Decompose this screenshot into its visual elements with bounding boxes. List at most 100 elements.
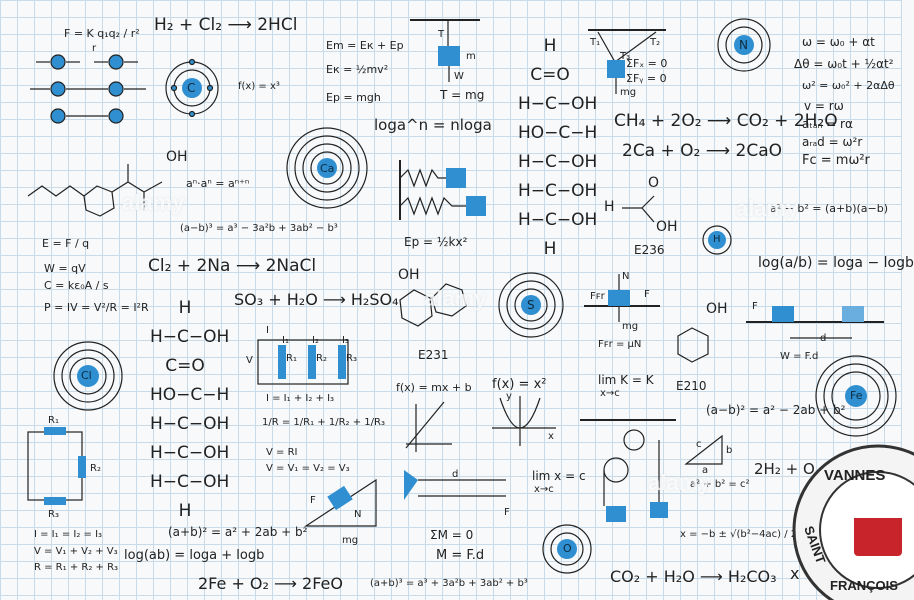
chain-left-row: H−C−OH: [150, 443, 230, 463]
weight-label: W: [454, 71, 464, 82]
parallel-circuit-diagram: [257, 339, 349, 385]
mechanical-energy: Em = Eк + Ep: [326, 39, 404, 52]
parabola-x-label: x: [548, 431, 554, 442]
series-circuit-diagram: [27, 427, 86, 505]
t3-label: T₃: [620, 51, 631, 62]
distance-label: r: [92, 43, 97, 54]
series-r1-label: R₁: [48, 415, 59, 426]
power-product-rule: aⁿ·aⁿ = aⁿ⁺ⁿ: [186, 177, 250, 190]
tension-formula: T = mg: [440, 88, 485, 102]
cubic-function: f(x) = x³: [238, 81, 280, 92]
cube-sum: (a+b)³ = a³ + 3a²b + 3ab² + b³: [370, 578, 528, 589]
seal-top-text: VANNES: [824, 467, 885, 484]
oxygen-atom-diagram: [542, 524, 592, 574]
iron-symbol: Fe: [850, 389, 863, 402]
parabola-y-label: y: [506, 391, 512, 402]
log-product-rule: log(ab) = loga + logb: [124, 548, 265, 563]
square-sum: (a+b)² = a² + 2ab + b²: [168, 525, 308, 539]
angular-displacement: Δθ = ω₀t + ½αt²: [794, 57, 894, 71]
angular-velocity: ω = ω₀ + αt: [802, 35, 875, 49]
potential-energy: Ep = mgh: [326, 91, 381, 104]
biphenyl-structure: [399, 283, 467, 327]
chain-left-row: H: [178, 501, 192, 521]
i1-label: I₁: [282, 335, 289, 346]
ohms-law: V = RI: [266, 447, 298, 458]
carbonic-acid-reaction: CO₂ + H₂O ⟶ H₂CO₃: [610, 567, 777, 586]
chlorine-symbol: Cl: [81, 369, 92, 382]
voltage-label: V: [246, 355, 253, 366]
calcium-atom-diagram: [286, 127, 368, 209]
ibuprofen-oh: OH: [166, 149, 188, 165]
friction-label: Fꜰr: [590, 291, 605, 302]
linear-function: f(x) = mx + b: [396, 381, 472, 394]
chain-center-row: H: [543, 36, 557, 56]
chain-left-row: H−C−OH: [150, 327, 230, 347]
chain-center-row: H: [543, 239, 557, 259]
spring-energy: Ep = ½kx²: [404, 235, 468, 249]
linear-velocity: v = rω: [804, 99, 844, 113]
chain-left-row: HO−C−H: [150, 385, 230, 405]
mg-label: mg: [620, 87, 637, 98]
series-current: I = I₁ = I₂ = I₃: [34, 529, 103, 540]
sulfuric-acid-reaction: SO₃ + H₂O ⟶ H₂SO₄: [234, 290, 399, 309]
triangle-c-label: c: [696, 439, 702, 450]
parallel-current: I = I₁ + I₂ + I₃: [266, 393, 335, 404]
square-difference: (a−b)² = a² − 2ab + b²: [706, 403, 846, 417]
i3-label: I₃: [342, 335, 349, 346]
pulley-system-diagram: [580, 419, 676, 522]
limit-constant-sub: x→c: [600, 388, 620, 399]
seal-bottom-text: FRANÇOIS: [830, 578, 898, 593]
formic-acid-oh: OH: [656, 219, 678, 235]
chain-center-row: C=O: [530, 65, 570, 85]
angular-velocity-squared: ω² = ω₀² + 2αΔθ: [802, 79, 895, 92]
benzoic-oh: OH: [706, 301, 728, 317]
centripetal-force: Fc = mω²r: [802, 153, 870, 168]
hydrogen-atom-diagram: [702, 225, 732, 255]
nitrogen-atom-diagram: [717, 18, 771, 72]
methane-combustion: CH₄ + 2O₂ ⟶ CO₂ + 2H₂O: [614, 111, 838, 131]
sum-fy: ΣFᵧ = 0: [626, 72, 667, 85]
carbon-symbol: C: [187, 81, 196, 95]
chlorine-atom-diagram: [53, 341, 123, 411]
chain-left-row: H−C−OH: [150, 472, 230, 492]
charge-diagram: [30, 54, 146, 124]
biphenyl-oh: OH: [398, 267, 420, 283]
work-distance-label: d: [820, 333, 827, 344]
limit-constant: lim K = K: [598, 373, 654, 387]
oxygen-symbol: O: [563, 542, 572, 555]
chain-center-row: H−C−OH: [518, 181, 598, 201]
capacitance: C = kε₀A / s: [44, 279, 109, 292]
triangle-b-label: b: [726, 445, 733, 456]
electric-power: P = IV = V²/R = I²R: [44, 301, 149, 314]
watermark-text: alamy: [424, 286, 487, 311]
formic-acid-bonds: [622, 195, 655, 223]
chain-left: H H−C−OH C=O HO−C−H H−C−OH H−C−OH H−C−OH…: [150, 294, 230, 526]
carbon-atom-diagram: [165, 58, 219, 118]
log-quotient-rule: log(a/b) = loga − logb: [758, 255, 914, 271]
sodium-chloride-reaction: Cl₂ + 2Na ⟶ 2NaCl: [148, 256, 317, 276]
hydrogen-chlorine-reaction: H₂ + Cl₂ ⟶ 2HCl: [154, 15, 298, 35]
nitrogen-symbol: N: [739, 38, 748, 52]
incline-f-label: F: [310, 495, 316, 506]
e231-label: E231: [418, 348, 449, 362]
r3-label: R₃: [346, 353, 357, 364]
series-resistance: R = R₁ + R₂ + R₃: [34, 562, 119, 573]
triangle-a-label: a: [702, 465, 709, 476]
limit-x: lim x = c: [532, 469, 586, 483]
pythagorean-theorem: a² + b² = c²: [690, 479, 750, 490]
r2-label: R₂: [316, 353, 327, 364]
quadratic-formula: x = −b ± √(b²−4ac) / 2a: [680, 529, 804, 540]
parallel-voltage: V = V₁ = V₂ = V₃: [266, 463, 350, 474]
limit-x-sub: x→c: [534, 484, 554, 495]
coulomb-law: F = K q₁q₂ / r²: [64, 27, 140, 40]
formic-acid-o: O: [648, 175, 660, 191]
watermark-text: alamy: [736, 196, 799, 221]
force-label: F: [644, 289, 650, 300]
calcium-oxide-reaction: 2Ca + O₂ ⟶ 2CaO: [622, 141, 783, 161]
incline-n-label: N: [354, 509, 362, 520]
chain-center-row: H−C−OH: [518, 152, 598, 172]
moment-formula: M = F.d: [436, 548, 485, 563]
cube-difference: (a−b)³ = a³ − 3a²b + 3ab² − b³: [180, 223, 338, 234]
